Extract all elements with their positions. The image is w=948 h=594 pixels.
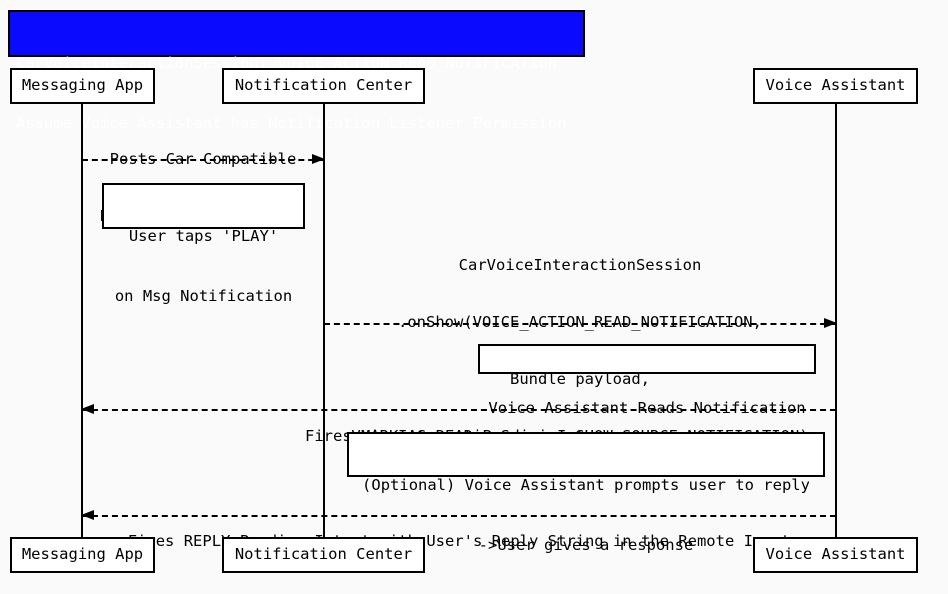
lifeline-messaging-app (81, 104, 83, 537)
arrowhead-right-icon (312, 154, 325, 164)
message-4-arrow (81, 510, 836, 520)
message-2-arrow (324, 318, 837, 328)
actor-messaging-app-top: Messaging App (10, 68, 155, 104)
lifeline-notification-center (323, 104, 325, 537)
note-1-line-1: User taps 'PLAY' (128, 227, 279, 245)
message-4-line-1: Fires REPLY Pending Intent with User's R… (127, 532, 791, 550)
actor-voice-assistant-bottom: Voice Assistant (753, 537, 918, 573)
actor-notification-center-bottom: Notification Center (222, 537, 425, 573)
message-2-line-2: .onShow(VOICE_ACTION_READ_NOTIFICATION, (398, 313, 762, 331)
message-2-line-1: CarVoiceInteractionSession (458, 256, 702, 274)
diagram-title-box: CarVoiceInteractionSession: VOICE_ACTION… (8, 10, 585, 132)
actor-voice-assistant-top: Voice Assistant (753, 68, 918, 104)
note-3-line-1: (Optional) Voice Assistant prompts user … (362, 476, 810, 494)
note-user-taps-play: User taps 'PLAY' on Msg Notification (102, 183, 305, 305)
message-4-label: Fires REPLY Pending Intent with User's R… (82, 494, 836, 589)
note-3-line-2: ->User gives a response (478, 536, 694, 554)
arrowhead-left-icon (81, 510, 94, 520)
actor-notification-center-top: Notification Center (222, 68, 425, 104)
note-1-line-2: on Msg Notification (114, 287, 293, 305)
title-line-1: CarVoiceInteractionSession: VOICE_ACTION… (16, 54, 558, 72)
message-1-arrow (82, 154, 325, 164)
actor-messaging-app-bottom: Messaging App (10, 537, 155, 573)
note-2-line-1: Voice Assistant Reads Notification (488, 399, 806, 417)
arrowhead-right-icon (824, 318, 837, 328)
note-optional-reply: (Optional) Voice Assistant prompts user … (347, 432, 825, 554)
arrowhead-left-icon (81, 404, 94, 414)
message-3-arrow (81, 404, 836, 414)
message-2-line-3: Bundle payload, (510, 370, 650, 388)
note-va-reads-notification: Voice Assistant Reads Notification (478, 344, 816, 417)
